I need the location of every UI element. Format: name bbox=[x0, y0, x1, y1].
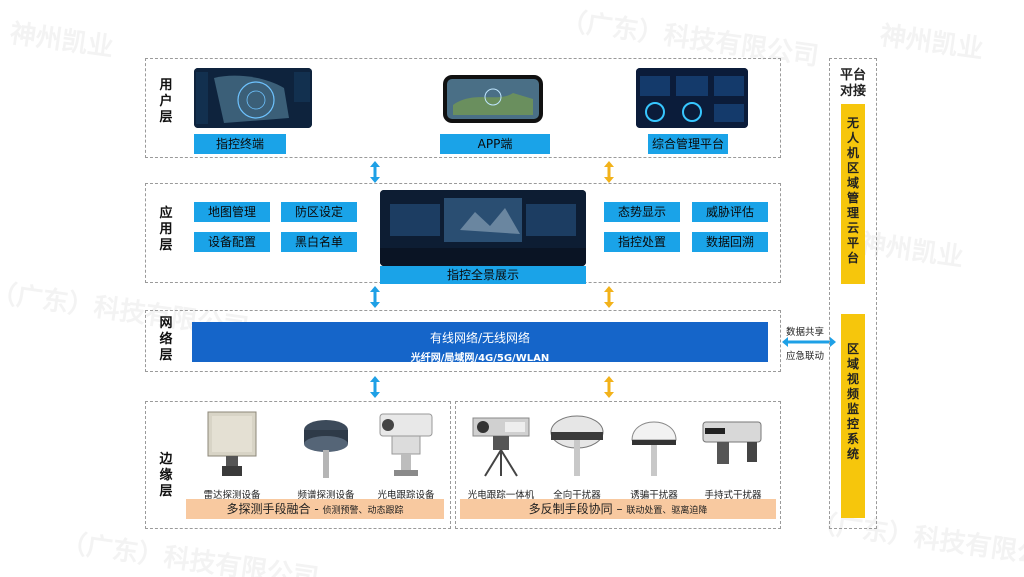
emergency-label: 应急联动 bbox=[786, 351, 825, 362]
platform-title: 平台对接 bbox=[839, 68, 866, 99]
eo-tracking-label: 光电跟踪设备 bbox=[377, 490, 435, 501]
app-item-threat: 威胁评估 bbox=[692, 202, 768, 222]
double-arrow-icon bbox=[370, 161, 380, 183]
user-layer-label: 用户层 bbox=[159, 78, 173, 125]
spoof-jammer-device: 诱骗干扰器 bbox=[614, 408, 694, 501]
app-item-blacklist: 黑白名单 bbox=[281, 232, 357, 252]
edge-layer-label: 边缘层 bbox=[159, 452, 173, 499]
management-platform-screenshot bbox=[636, 68, 748, 128]
app-item-map: 地图管理 bbox=[194, 202, 270, 222]
detect-fusion-banner: 多探测手段融合 - 侦测预警、动态跟踪 bbox=[186, 499, 444, 519]
panorama-screenshot bbox=[380, 190, 586, 266]
watermark: （广东）科技有限公司 bbox=[58, 528, 321, 577]
horizontal-double-arrow-icon bbox=[782, 337, 836, 347]
watermark: 神州凯业 bbox=[8, 18, 116, 64]
radar-icon bbox=[207, 411, 257, 476]
double-arrow-icon bbox=[604, 161, 614, 183]
dome-jammer-icon bbox=[550, 415, 604, 476]
cloud-platform-box: 无人机区域管理云平台 bbox=[841, 104, 865, 284]
detect-banner-sub: 侦测预警、动态跟踪 bbox=[322, 506, 404, 516]
watermark: 神州凯业 bbox=[878, 20, 986, 66]
user-layer bbox=[145, 58, 781, 158]
app-phone-screenshot bbox=[443, 75, 543, 123]
radar-label: 雷达探测设备 bbox=[203, 490, 261, 501]
eo-integrated-label: 光电跟踪一体机 bbox=[467, 490, 535, 501]
counter-banner-sub: 联动处置、驱离迫降 bbox=[626, 506, 708, 516]
radar-device: 雷达探测设备 bbox=[192, 408, 272, 501]
command-terminal-tag: 指控终端 bbox=[194, 134, 286, 154]
panorama-caption: 指控全景展示 bbox=[380, 266, 586, 284]
app-tag: APP端 bbox=[440, 134, 550, 154]
double-arrow-icon bbox=[604, 376, 614, 398]
spectrum-antenna-icon bbox=[304, 420, 348, 478]
app-item-zone: 防区设定 bbox=[281, 202, 357, 222]
counter-banner-main: 多反制手段协同 – bbox=[528, 502, 627, 516]
double-arrow-icon bbox=[370, 376, 380, 398]
handheld-jammer-label: 手持式干扰器 bbox=[704, 490, 762, 501]
omni-jammer-device: 全向干扰器 bbox=[537, 408, 617, 501]
app-item-disposal: 指控处置 bbox=[604, 232, 680, 252]
spectrum-label: 频谱探测设备 bbox=[297, 490, 355, 501]
eo-integrated-device: 光电跟踪一体机 bbox=[460, 408, 542, 501]
network-line-2: 光纤网/局域网/4G/5G/WLAN bbox=[410, 353, 550, 364]
network-line-1: 有线网络/无线网络 bbox=[429, 331, 531, 345]
spoof-jammer-label: 诱骗干扰器 bbox=[630, 490, 678, 501]
network-layer-label: 网络层 bbox=[159, 316, 173, 363]
network-bar: 有线网络/无线网络 光纤网/局域网/4G/5G/WLAN bbox=[192, 322, 768, 364]
app-item-replay: 数据回溯 bbox=[692, 232, 768, 252]
camera-gimbal-icon bbox=[379, 413, 433, 476]
integrated-turret-icon bbox=[472, 417, 530, 477]
handheld-jammer-device: 手持式干扰器 bbox=[692, 408, 774, 501]
app-item-situation: 态势显示 bbox=[604, 202, 680, 222]
edge-layer-detect bbox=[145, 401, 451, 529]
command-terminal-screenshot bbox=[194, 68, 312, 128]
platform-column bbox=[829, 58, 877, 529]
application-layer-label: 应用层 bbox=[159, 206, 173, 253]
management-platform-tag: 综合管理平台 bbox=[648, 134, 728, 154]
network-layer bbox=[145, 310, 781, 372]
spoof-dome-icon bbox=[631, 421, 677, 476]
double-arrow-icon bbox=[370, 286, 380, 308]
data-share-label: 数据共享 bbox=[786, 327, 825, 338]
app-item-device-config: 设备配置 bbox=[194, 232, 270, 252]
handheld-gun-icon bbox=[702, 421, 762, 464]
video-monitor-box: 区域视频监控系统 bbox=[841, 314, 865, 518]
double-arrow-icon bbox=[604, 286, 614, 308]
omni-jammer-label: 全向干扰器 bbox=[553, 490, 601, 501]
eo-tracking-device: 光电跟踪设备 bbox=[366, 408, 446, 501]
detect-banner-main: 多探测手段融合 - bbox=[226, 502, 323, 516]
edge-layer-counter bbox=[455, 401, 781, 529]
counter-coop-banner: 多反制手段协同 – 联动处置、驱离迫降 bbox=[460, 499, 776, 519]
spectrum-device: 频谱探测设备 bbox=[286, 408, 366, 501]
